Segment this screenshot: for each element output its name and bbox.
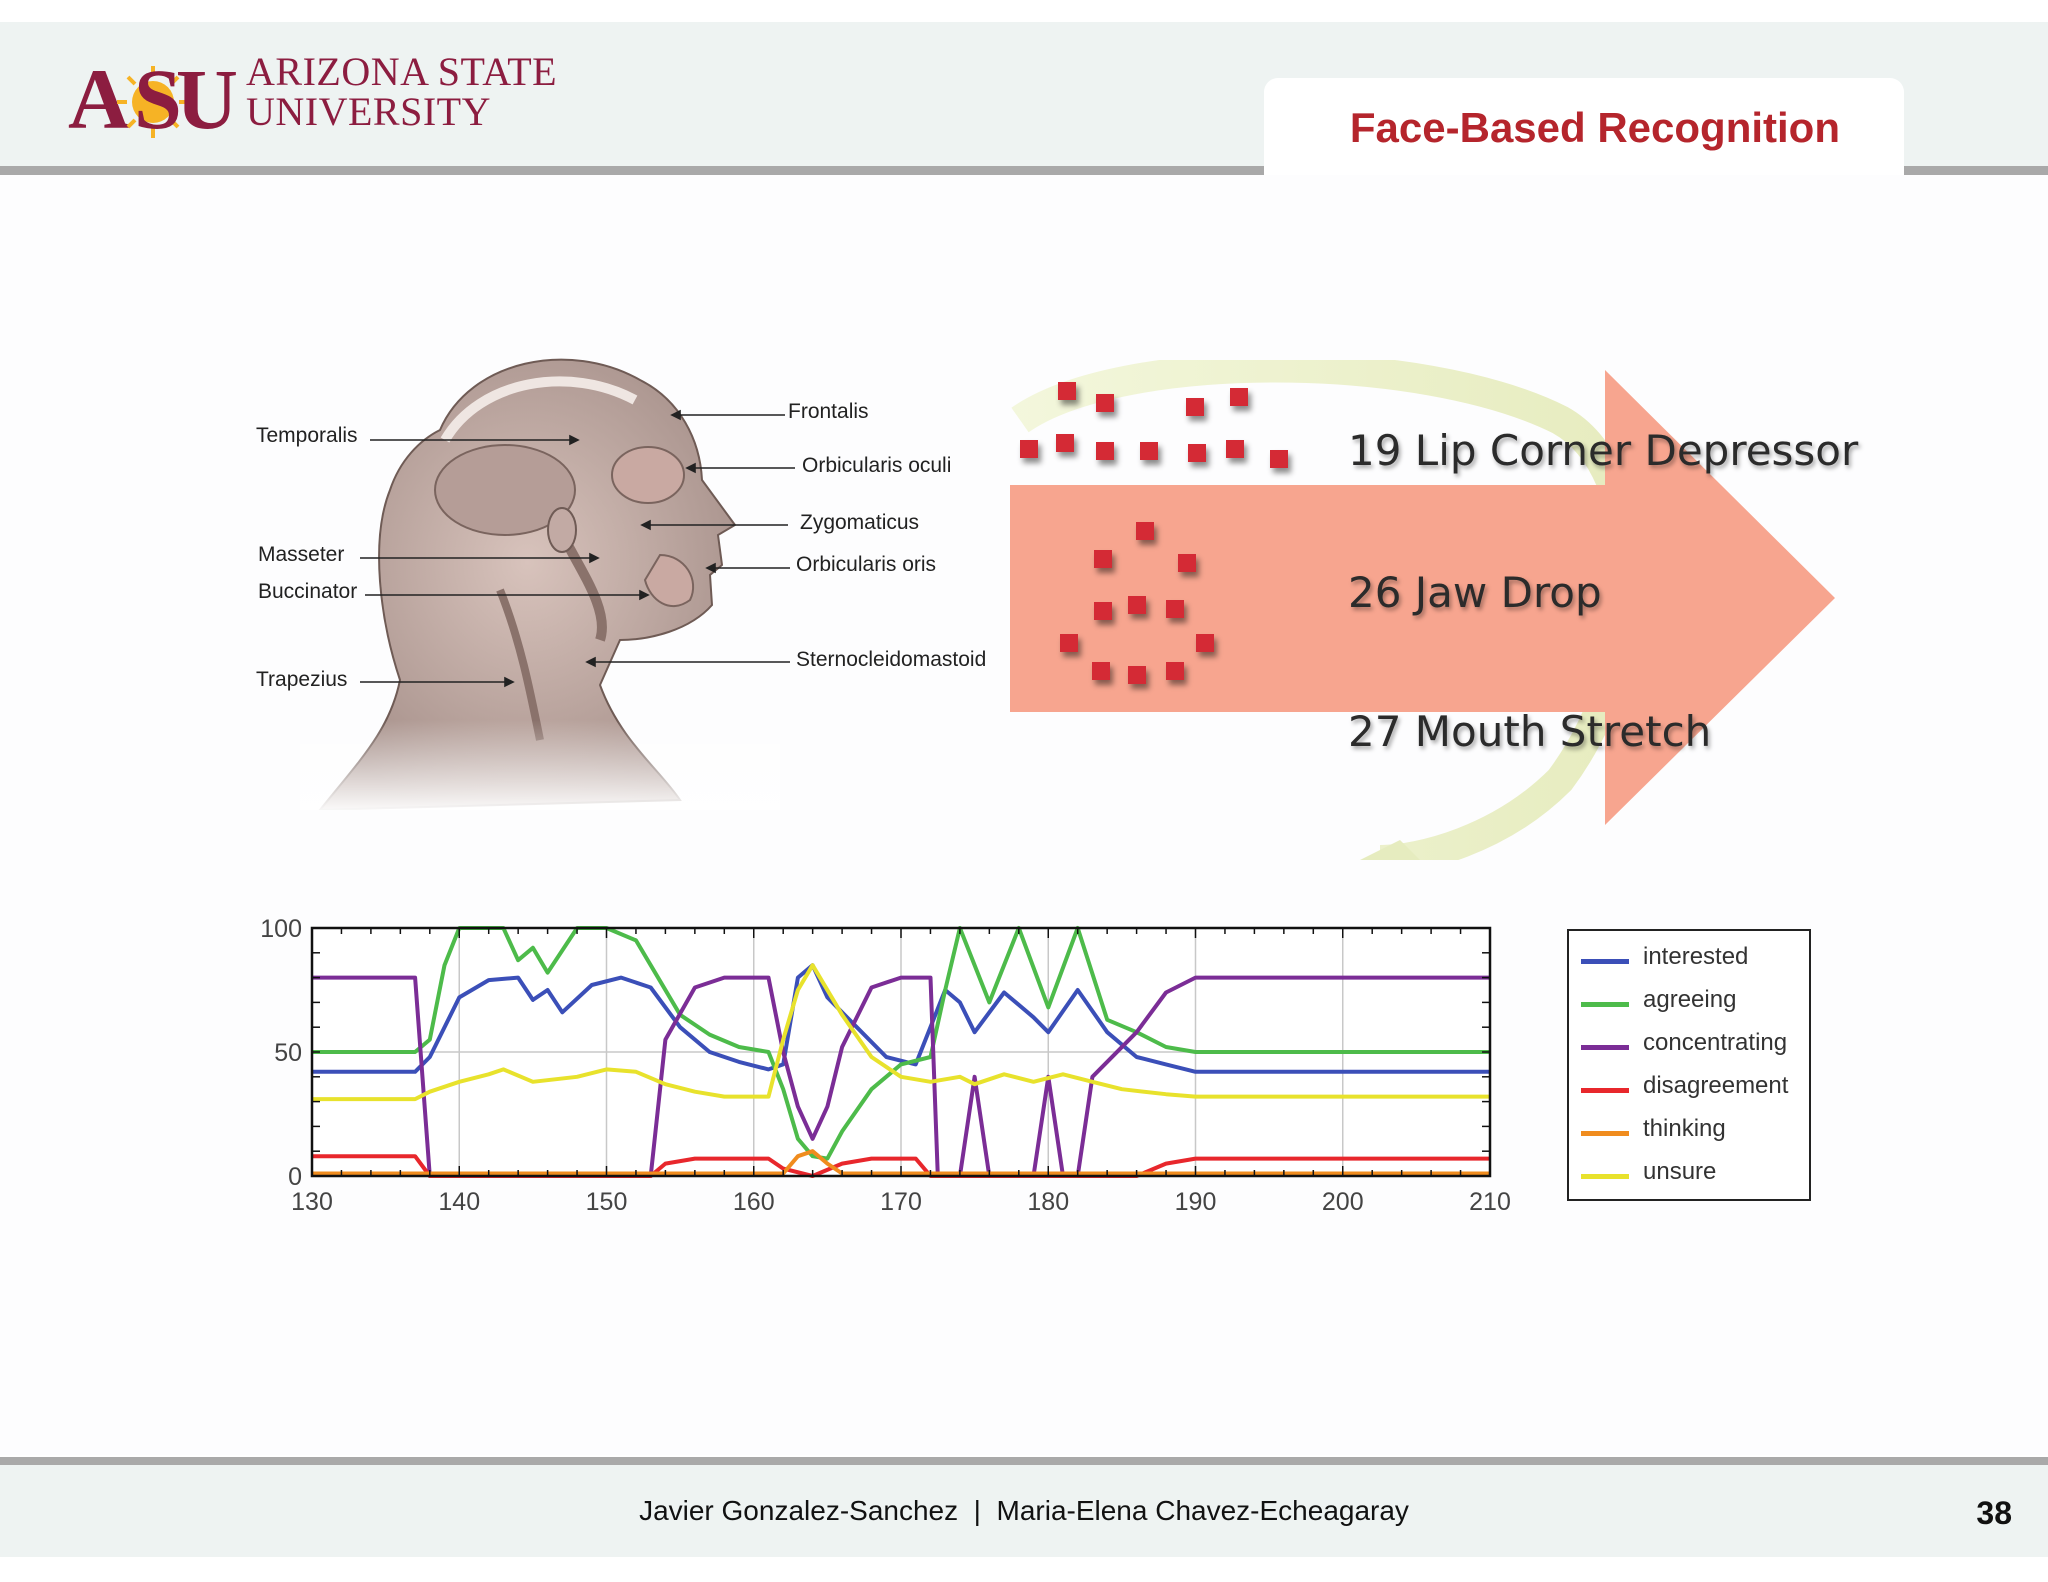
legend-label: unsure bbox=[1643, 1158, 1717, 1185]
legend-item: disagreement bbox=[1581, 1072, 1807, 1112]
legend-swatch bbox=[1581, 1174, 1629, 1179]
legend-item: agreeing bbox=[1581, 986, 1807, 1026]
x-tick-label: 150 bbox=[586, 1188, 628, 1216]
header-divider bbox=[0, 166, 2048, 175]
legend-item: interested bbox=[1581, 943, 1807, 983]
legend-swatch bbox=[1581, 959, 1629, 964]
legend-label: concentrating bbox=[1643, 1029, 1788, 1056]
slide-content bbox=[0, 175, 2048, 1455]
action-unit-26: 26 Jaw Drop bbox=[1348, 568, 1602, 617]
slide-footer bbox=[0, 1465, 2048, 1557]
action-unit-19: 19 Lip Corner Depressor bbox=[1348, 426, 1859, 475]
x-tick-label: 130 bbox=[291, 1188, 333, 1216]
action-unit-27: 27 Mouth Stretch bbox=[1348, 707, 1712, 756]
label-orbicularis-oculi: Orbicularis oculi bbox=[802, 454, 952, 477]
svg-text:A: A bbox=[68, 51, 130, 140]
label-frontalis: Frontalis bbox=[788, 400, 869, 423]
asu-logo: A SU bbox=[68, 51, 242, 140]
facial-muscles-illustration: Temporalis Frontalis Orbicularis oculi Z… bbox=[240, 340, 1020, 815]
label-temporalis: Temporalis bbox=[256, 424, 358, 447]
label-sternocleidomastoid: Sternocleidomastoid bbox=[796, 648, 987, 671]
legend-swatch bbox=[1581, 1131, 1629, 1136]
label-masseter: Masseter bbox=[258, 543, 345, 566]
action-units-diagram: 19 Lip Corner Depressor 26 Jaw Drop 27 M… bbox=[1000, 352, 1860, 875]
label-zygomaticus: Zygomaticus bbox=[800, 511, 920, 534]
x-tick-label: 200 bbox=[1322, 1188, 1364, 1216]
university-name-line1: ARIZONA STATE bbox=[246, 49, 558, 94]
x-tick-label: 180 bbox=[1027, 1188, 1069, 1216]
legend-label: interested bbox=[1643, 943, 1749, 970]
y-tick-label: 0 bbox=[288, 1163, 302, 1191]
x-tick-label: 160 bbox=[733, 1188, 775, 1216]
legend-swatch bbox=[1581, 1045, 1629, 1050]
svg-text:SU: SU bbox=[134, 51, 236, 140]
page-number: 38 bbox=[1976, 1495, 2012, 1531]
university-name: ARIZONA STATE UNIVERSITY bbox=[246, 52, 557, 132]
label-orbicularis-oris: Orbicularis oris bbox=[796, 553, 937, 576]
label-leader-lines bbox=[360, 409, 795, 688]
label-buccinator: Buccinator bbox=[258, 580, 358, 603]
slide-title: Face-Based Recognition bbox=[1349, 104, 1840, 151]
large-arrow bbox=[1010, 370, 1835, 825]
feature-points bbox=[1020, 382, 1288, 684]
y-tick-label: 100 bbox=[260, 915, 302, 943]
series-line-interested bbox=[312, 963, 1490, 1074]
footer-authors: Javier Gonzalez-Sanchez | Maria-Elena Ch… bbox=[639, 1495, 1409, 1526]
y-tick-label: 50 bbox=[274, 1039, 302, 1067]
legend-label: disagreement bbox=[1643, 1072, 1789, 1099]
arrow-graphic bbox=[1010, 352, 1835, 875]
slide-title-tab: Face-Based Recognition bbox=[1264, 78, 1904, 183]
legend-item: concentrating bbox=[1581, 1029, 1807, 1069]
head-drawing bbox=[300, 358, 780, 815]
series-line-unsure bbox=[312, 963, 1490, 1102]
label-trapezius: Trapezius bbox=[256, 668, 348, 691]
legend-swatch bbox=[1581, 1088, 1629, 1093]
chart-legend: interested agreeing concentrating disagreem… bbox=[1567, 929, 1811, 1201]
legend-item: thinking bbox=[1581, 1115, 1807, 1155]
x-tick-label: 170 bbox=[880, 1188, 922, 1216]
legend-label: agreeing bbox=[1643, 986, 1737, 1013]
legend-item: unsure bbox=[1581, 1158, 1807, 1198]
series-line-agreeing bbox=[312, 926, 1490, 1161]
x-tick-label: 210 bbox=[1469, 1188, 1511, 1216]
university-name-line2: UNIVERSITY bbox=[246, 89, 491, 134]
x-tick-label: 140 bbox=[438, 1188, 480, 1216]
cycle-arc-head bbox=[1360, 840, 1420, 860]
emotion-line-chart: 130 140 150 160 170 180 190 200 210 0 50 100 bbox=[260, 915, 1511, 1216]
legend-swatch bbox=[1581, 1002, 1629, 1007]
footer-divider bbox=[0, 1457, 2048, 1465]
legend-label: thinking bbox=[1643, 1115, 1726, 1142]
x-tick-label: 190 bbox=[1175, 1188, 1217, 1216]
asu-mark: A SU bbox=[68, 51, 242, 140]
